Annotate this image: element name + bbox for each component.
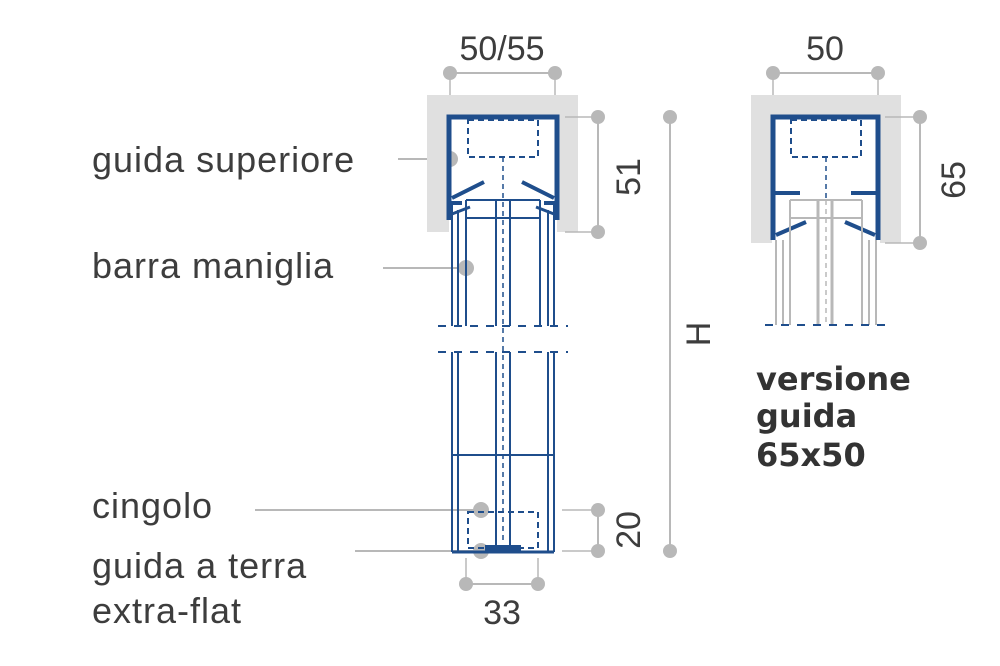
floor-guide [485, 545, 521, 553]
label-group: guida superiore barra maniglia cingolo g… [92, 139, 489, 631]
ceiling-housing [427, 95, 578, 232]
label-cingolo: cingolo [92, 485, 213, 526]
ceiling-housing-alt [751, 95, 901, 243]
top-rail-alt [770, 114, 881, 240]
dim-dot [531, 577, 545, 591]
caption-line-3: 65x50 [756, 436, 866, 474]
dim-bottom-width: 33 [483, 594, 521, 632]
dim-dot [591, 110, 605, 124]
dim-dot [913, 236, 927, 250]
handle-bar-upper [438, 199, 568, 327]
dim-bottom-height: 20 [610, 511, 648, 549]
alt-profile: 50 [751, 30, 973, 474]
dim-top-width-alt: 50 [806, 30, 844, 68]
dim-top-width-main: 50/55 [459, 30, 544, 68]
dim-dot [663, 110, 677, 124]
label-extra-flat: extra-flat [92, 590, 242, 631]
top-rail [446, 114, 560, 540]
dim-dot [459, 577, 473, 591]
dim-top-height-alt: 65 [935, 161, 973, 199]
handle-bar-alt [765, 199, 888, 326]
caption-line-2: guida [756, 397, 857, 435]
main-profile: 50/55 [427, 30, 718, 632]
label-guida-superiore: guida superiore [92, 139, 355, 180]
dim-dot [591, 503, 605, 517]
leader-dot-cingolo [473, 502, 489, 518]
dim-top-height-main: 51 [610, 158, 648, 196]
label-barra-maniglia: barra maniglia [92, 245, 334, 286]
caption-line-1: versione [756, 360, 911, 398]
handle-bar-lower [438, 351, 568, 554]
dim-dot [591, 544, 605, 558]
dim-total-height: H [680, 322, 718, 347]
label-guida-a-terra: guida a terra [92, 545, 307, 586]
dim-dot [591, 225, 605, 239]
dim-dot [663, 544, 677, 558]
dim-dot [913, 110, 927, 124]
